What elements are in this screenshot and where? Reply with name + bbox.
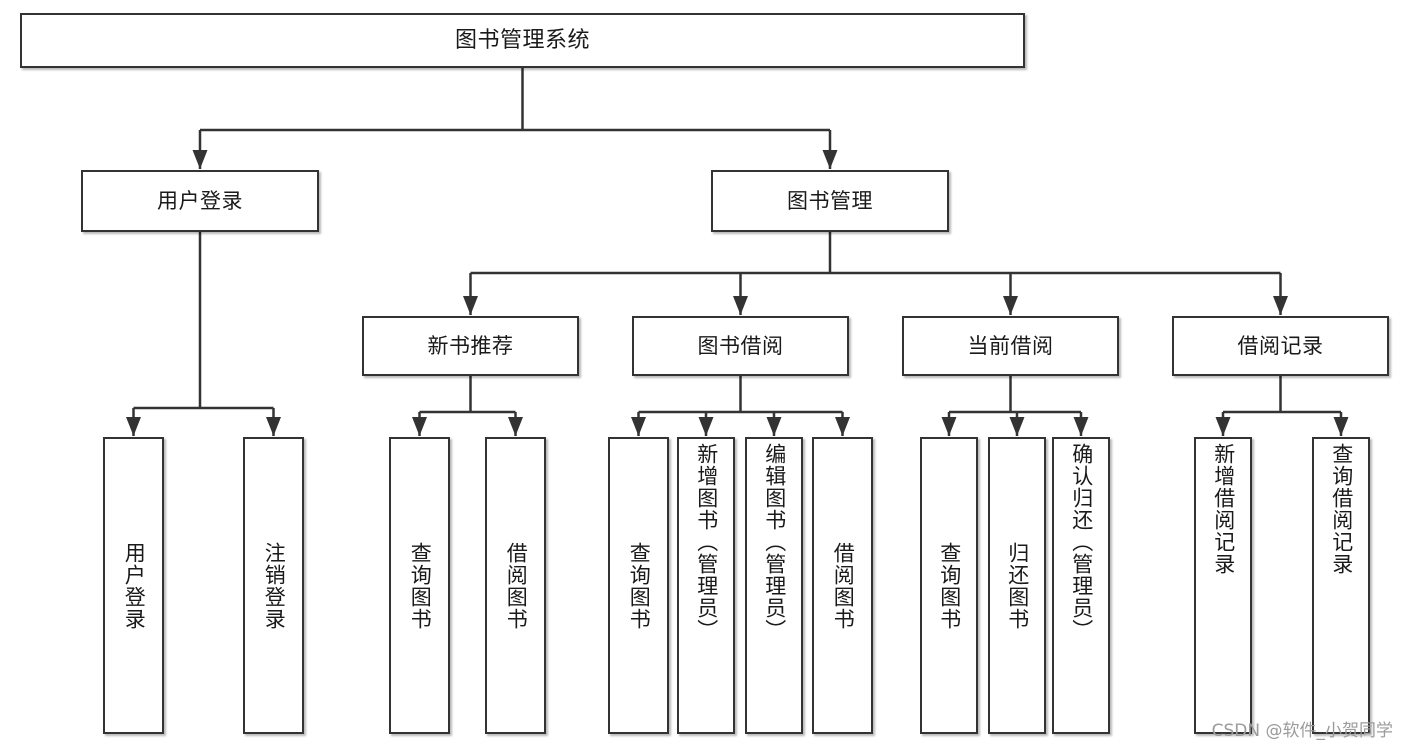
node-label: 借阅图书 [504, 541, 529, 630]
node-leaf-add-book[interactable]: 新增图书（管理员） [677, 437, 735, 734]
node-label: 用户登录 [122, 541, 147, 630]
node-current-borrow[interactable]: 当前借阅 [902, 316, 1119, 376]
edge-arrowhead [463, 296, 478, 315]
edge-arrowhead [1333, 417, 1349, 436]
node-leaf-query-book-1[interactable]: 查询图书 [389, 437, 450, 734]
node-label: 注销登录 [262, 541, 287, 630]
edge-arrowhead [1273, 296, 1288, 315]
node-label: 新增借阅记录 [1211, 443, 1236, 575]
node-root[interactable]: 图书管理系统 [20, 13, 1025, 68]
edge-arrowhead [822, 150, 838, 169]
edge-arrowhead [1009, 417, 1025, 436]
node-borrow-record[interactable]: 借阅记录 [1172, 316, 1389, 376]
edge-arrowhead [266, 417, 281, 436]
node-label: 编辑图书（管理员） [762, 443, 787, 641]
node-leaf-edit-book[interactable]: 编辑图书（管理员） [745, 437, 803, 734]
node-label: 用户登录 [157, 188, 243, 213]
node-label: 查询图书 [408, 541, 433, 630]
edge-arrowhead [733, 296, 748, 315]
edge-arrowhead [941, 417, 957, 436]
node-leaf-logout[interactable]: 注销登录 [243, 437, 304, 734]
node-leaf-query-record[interactable]: 查询借阅记录 [1312, 437, 1370, 734]
node-leaf-borrow-book-1[interactable]: 借阅图书 [485, 437, 546, 734]
node-label: 图书管理 [787, 188, 873, 213]
node-label: 借阅记录 [1237, 333, 1324, 358]
edge-arrowhead [412, 417, 427, 436]
node-label: 图书管理系统 [454, 27, 590, 53]
edge-arrowhead [1215, 417, 1231, 436]
node-new-book-rec[interactable]: 新书推荐 [362, 316, 579, 376]
node-leaf-query-book-2[interactable]: 查询图书 [608, 437, 669, 734]
node-label: 借阅图书 [831, 541, 856, 630]
node-label: 新书推荐 [427, 333, 514, 358]
node-leaf-return-book[interactable]: 归还图书 [988, 437, 1046, 734]
node-label: 查询借阅记录 [1329, 443, 1354, 575]
node-leaf-query-book-3[interactable]: 查询图书 [920, 437, 978, 734]
edge-arrowhead [631, 417, 646, 436]
node-book-manage[interactable]: 图书管理 [711, 170, 949, 232]
edge-arrowhead [1003, 296, 1018, 315]
node-label: 查询图书 [937, 541, 962, 630]
node-book-borrow[interactable]: 图书借阅 [632, 316, 849, 376]
node-label: 查询图书 [627, 541, 652, 630]
node-leaf-user-login[interactable]: 用户登录 [103, 437, 164, 734]
node-label: 确认归还（管理员） [1069, 443, 1094, 641]
edge-arrowhead [192, 150, 208, 169]
edge-arrowhead [835, 417, 850, 436]
node-label: 图书借阅 [697, 333, 784, 358]
node-leaf-borrow-book-2[interactable]: 借阅图书 [812, 437, 873, 734]
edge-arrowhead [766, 417, 782, 436]
watermark-text: CSDN @软件_小贺同学 [1211, 721, 1393, 741]
edge-arrowhead [508, 417, 523, 436]
edge-arrowhead [698, 417, 714, 436]
edge-arrowhead [1073, 417, 1089, 436]
node-user-login[interactable]: 用户登录 [81, 170, 319, 232]
node-leaf-confirm-return[interactable]: 确认归还（管理员） [1052, 437, 1110, 734]
node-label: 当前借阅 [967, 333, 1054, 358]
node-label: 新增图书（管理员） [694, 443, 719, 641]
node-leaf-add-record[interactable]: 新增借阅记录 [1194, 437, 1252, 734]
node-label: 归还图书 [1005, 541, 1030, 630]
edge-arrowhead [126, 417, 141, 436]
